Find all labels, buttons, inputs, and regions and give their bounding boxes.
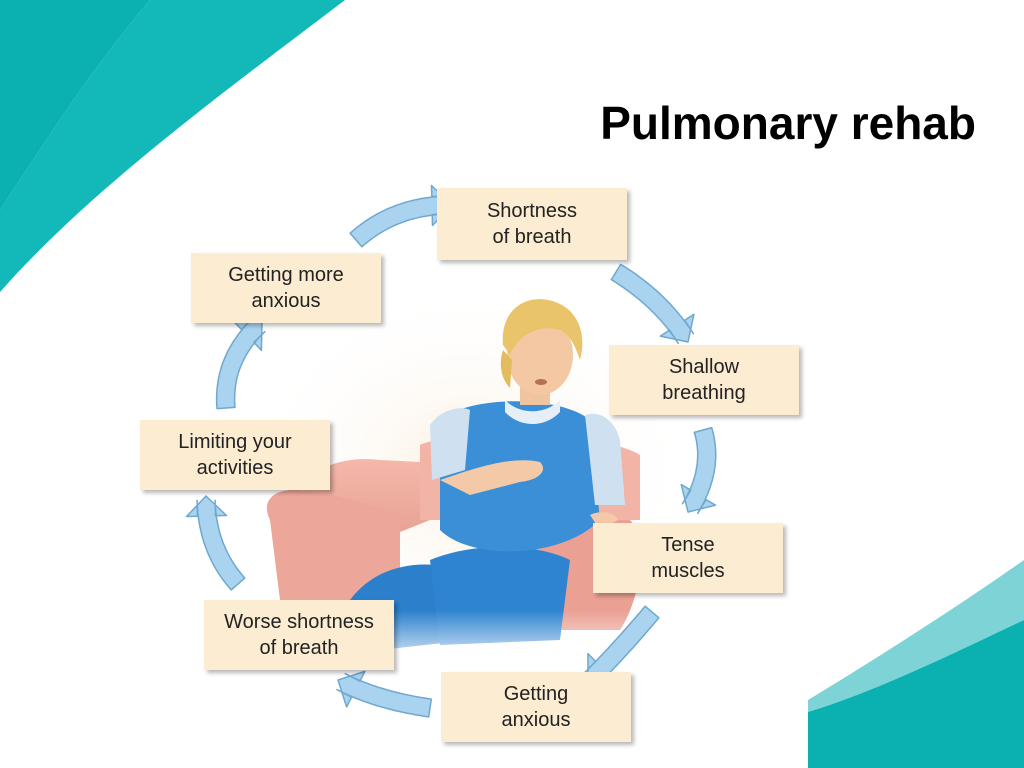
cycle-step-getting-anxious: Getting anxious bbox=[441, 672, 631, 742]
cycle-step-limiting-your-activities: Limiting your activities bbox=[140, 420, 330, 490]
cycle-step-shortness-of-breath: Shortness of breath bbox=[437, 188, 627, 260]
cycle-arrow-5 bbox=[336, 670, 433, 718]
cycle-step-label: Shallow breathing bbox=[662, 356, 746, 404]
cycle-step-label: Getting anxious bbox=[501, 683, 571, 731]
cycle-step-label: Limiting your activities bbox=[178, 431, 292, 479]
cycle-step-label: Shortness of breath bbox=[486, 200, 578, 248]
cycle-arrow-3 bbox=[680, 426, 717, 515]
top-left-band-dark bbox=[0, 0, 150, 210]
bottom-right-band-light bbox=[808, 560, 1024, 712]
cycle-arrow-7 bbox=[215, 317, 266, 410]
cycle-arrow-2 bbox=[610, 263, 695, 345]
cycle-step-label: Tense muscles bbox=[651, 534, 725, 582]
cycle-step-getting-more-anxious: Getting more anxious bbox=[191, 253, 381, 323]
slide-title: Pulmonary rehab bbox=[600, 97, 976, 149]
cycle-step-tense-muscles: Tense muscles bbox=[593, 523, 783, 593]
cycle-step-label: Worse shortness of breath bbox=[224, 611, 374, 659]
cycle-step-shallow-breathing: Shallow breathing bbox=[609, 345, 799, 415]
cycle-step-label: Getting more anxious bbox=[228, 264, 344, 312]
cycle-arrows bbox=[185, 184, 717, 718]
bottom-right-band-dark bbox=[808, 620, 1024, 768]
cycle-step-worse-shortness-of-breath: Worse shortness of breath bbox=[204, 600, 394, 670]
cycle-arrow-6 bbox=[185, 495, 246, 591]
top-left-band-light bbox=[0, 0, 345, 292]
woman-in-armchair-illustration bbox=[240, 280, 700, 670]
